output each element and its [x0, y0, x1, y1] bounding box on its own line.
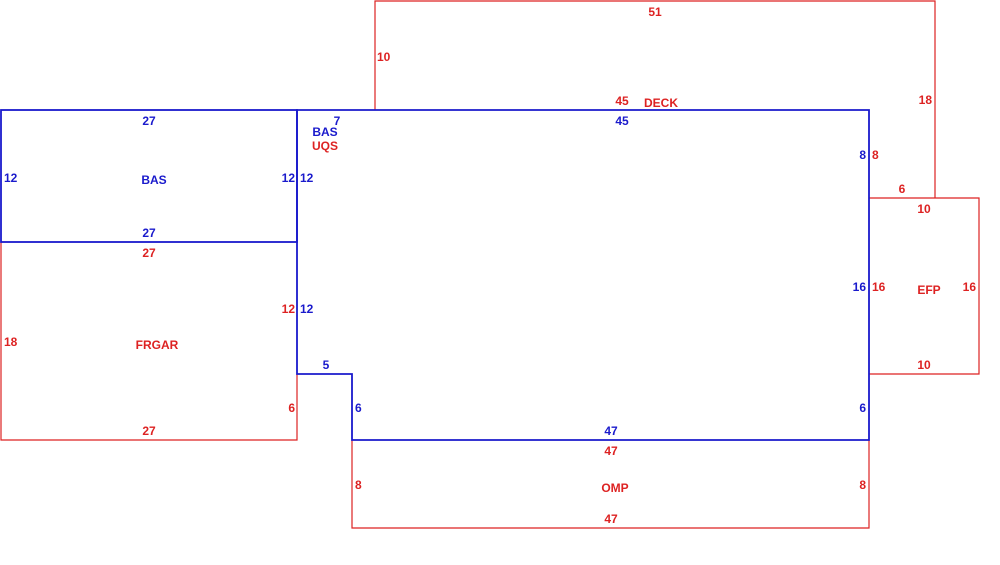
bas-upper-right-dim: 12 — [282, 171, 296, 185]
bas-main-labels: 7 45 BAS UQS 12 12 5 6 8 16 6 47 — [300, 114, 866, 438]
frgar-bottom-dim: 27 — [142, 424, 156, 438]
bas-main-outline — [296, 109, 870, 441]
bas-upper-label: BAS — [141, 173, 166, 187]
bas-upper-left-dim: 12 — [4, 171, 18, 185]
frgar-outline — [0, 242, 298, 441]
omp-right-dim: 8 — [859, 478, 866, 492]
efp-labels: 8 10 16 EFP 16 10 — [872, 148, 976, 372]
efp-top-dim: 10 — [917, 202, 931, 216]
omp-label: OMP — [601, 481, 628, 495]
efp-left-upper-dim: 8 — [872, 148, 879, 162]
bas-main-top-dim: 45 — [615, 114, 629, 128]
bas-main-label: BAS — [312, 125, 337, 139]
deck-right-dim: 18 — [919, 93, 933, 107]
bas-main-notch-top-dim: 5 — [323, 358, 330, 372]
frgar-labels: 27 18 12 FRGAR 6 27 — [4, 246, 295, 438]
deck-step-dim: 6 — [899, 182, 906, 196]
frgar-top-dim: 27 — [142, 246, 156, 260]
deck-outline — [374, 0, 936, 198]
deck-left-dim: 10 — [377, 50, 391, 64]
frgar-left-dim: 18 — [4, 335, 18, 349]
bas-main-left-middle-dim: 12 — [300, 302, 314, 316]
deck-labels: 51 10 18 45 DECK 6 — [377, 5, 932, 196]
efp-label: EFP — [917, 283, 940, 297]
bas-main-right-lower-dim: 16 — [853, 280, 867, 294]
bas-main-right-bottom-dim: 6 — [859, 401, 866, 415]
deck-top-dim: 51 — [648, 5, 662, 19]
omp-top-dim: 47 — [604, 444, 618, 458]
efp-left-dim: 16 — [872, 280, 886, 294]
bas-main-notch-left-dim: 6 — [355, 401, 362, 415]
frgar-label: FRGAR — [136, 338, 179, 352]
efp-outline — [869, 197, 980, 375]
efp-right-dim: 16 — [963, 280, 977, 294]
bas-main-top-left-dim: 7 — [334, 114, 341, 128]
bas-upper-labels: 27 12 12 BAS 27 — [4, 114, 295, 240]
bas-upper-top-dim: 27 — [142, 114, 156, 128]
uqs-label: UQS — [312, 139, 338, 153]
bas-main-left-upper-dim: 12 — [300, 171, 314, 185]
efp-bottom-dim: 10 — [917, 358, 931, 372]
deck-label: DECK — [644, 96, 678, 110]
omp-labels: 47 8 OMP 8 47 — [355, 444, 866, 526]
frgar-right-lower-dim: 6 — [288, 401, 295, 415]
omp-outline — [351, 440, 870, 529]
bas-main-right-upper-dim: 8 — [859, 148, 866, 162]
frgar-right-dim: 12 — [282, 302, 296, 316]
omp-bottom-dim: 47 — [604, 512, 618, 526]
omp-left-dim: 8 — [355, 478, 362, 492]
deck-bottom-dim: 45 — [615, 94, 629, 108]
bas-upper-bottom-dim: 27 — [142, 226, 156, 240]
bas-main-bottom-dim: 47 — [604, 424, 618, 438]
